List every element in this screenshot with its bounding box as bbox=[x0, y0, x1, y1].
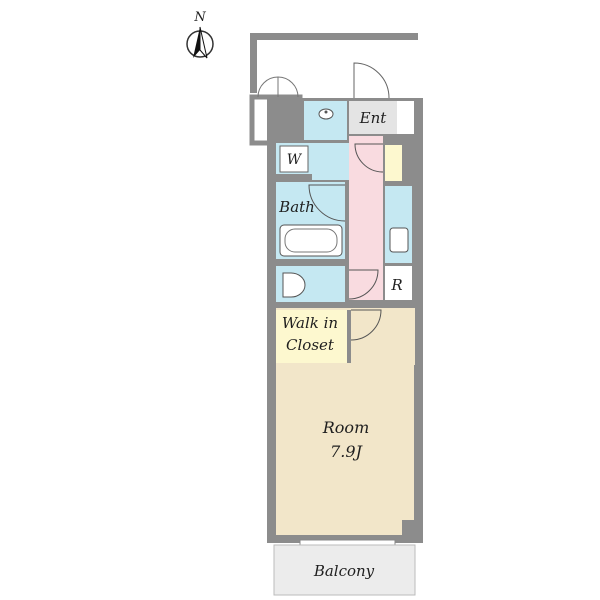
toilet-door-swing bbox=[348, 269, 379, 300]
meter-door-swing-right bbox=[277, 76, 299, 98]
closet-label-line1: Walk in bbox=[282, 314, 338, 332]
bathtub-inner bbox=[284, 228, 338, 253]
washroom-floor bbox=[304, 101, 347, 140]
toilet-icon bbox=[282, 272, 306, 298]
wash-corridor-floor bbox=[312, 143, 349, 180]
sink-icon bbox=[389, 227, 409, 253]
room-door-swing bbox=[350, 309, 382, 341]
entrance-door-swing bbox=[353, 62, 390, 99]
hallway-floor bbox=[349, 136, 383, 306]
entrance-floor bbox=[349, 101, 397, 134]
balcony-label: Balcony bbox=[313, 562, 375, 580]
faucet-icon bbox=[324, 110, 328, 114]
room-name-label: Room bbox=[322, 418, 369, 437]
corridor-left-wall bbox=[250, 33, 257, 93]
entrance-shoe-shelf bbox=[397, 101, 414, 134]
washer-icon bbox=[279, 145, 309, 173]
walk-in-closet-floor bbox=[276, 310, 347, 363]
compass-label: N bbox=[193, 10, 206, 25]
fridge-space bbox=[385, 266, 412, 300]
bath-label: Bath bbox=[278, 198, 315, 216]
corridor-top-wall bbox=[250, 33, 418, 40]
entrance-label: Ent bbox=[359, 109, 388, 127]
bath-door-swing bbox=[308, 184, 346, 222]
corridor-walls bbox=[250, 33, 418, 93]
entrance-door bbox=[353, 62, 390, 99]
compass-arrow-right bbox=[199, 26, 208, 59]
main-room-floor bbox=[276, 365, 414, 535]
hallway-lower-wall bbox=[349, 300, 413, 306]
compass-arrow-left bbox=[193, 27, 200, 58]
closet-wall bbox=[347, 310, 351, 363]
storage-cabinet bbox=[385, 145, 402, 181]
meter-door-swing-left bbox=[257, 76, 279, 98]
refrigerator-label: R bbox=[390, 276, 402, 294]
closet-label-line2: Closet bbox=[286, 336, 335, 354]
room-size-label: 7.9J bbox=[330, 442, 363, 461]
balcony-floor bbox=[273, 544, 416, 596]
wash-door-swing bbox=[354, 143, 384, 173]
balcony-window bbox=[299, 539, 396, 546]
washer-label: W bbox=[287, 152, 303, 168]
north-compass: N bbox=[186, 10, 214, 59]
washbasin-icon bbox=[318, 108, 334, 120]
